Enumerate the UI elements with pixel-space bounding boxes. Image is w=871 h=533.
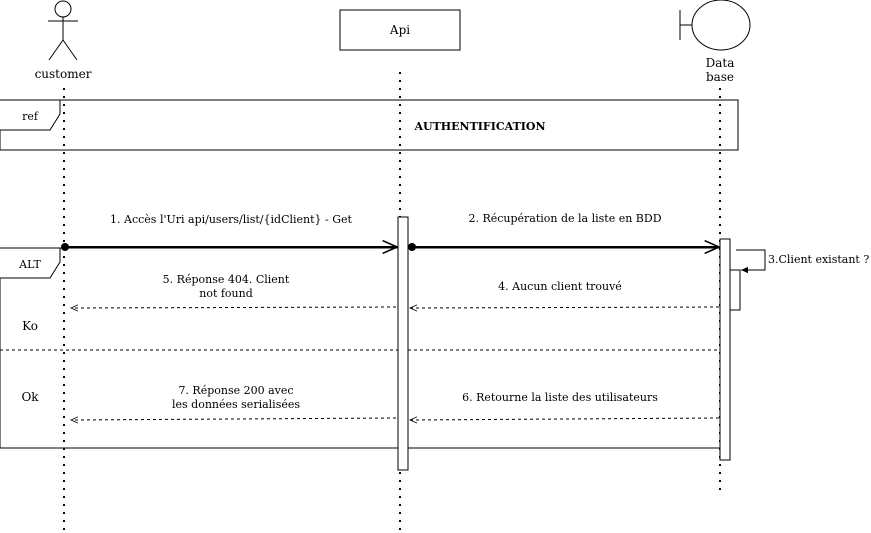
ref-frame — [0, 99, 739, 151]
message-1-label: 1. Accès l'Uri api/users/list/{idClient}… — [110, 213, 353, 226]
message-4-label: 4. Aucun client trouvé — [498, 280, 622, 293]
ref-frame-tag — [0, 99, 61, 131]
database-label-line1: Data — [706, 56, 735, 70]
message-5-label-line1: 5. Réponse 404. Client — [163, 273, 290, 286]
alt-guard-ko: Ko — [22, 319, 38, 333]
message-7-arrow — [71, 418, 397, 420]
api-participant-box — [339, 9, 461, 51]
message-2-label: 2. Récupération de la liste en BDD — [468, 212, 661, 225]
api-activation-bar — [397, 216, 409, 471]
message-7-label-line2: les données serialisées — [172, 398, 300, 411]
message-7-label-line1: 7. Réponse 200 avec — [178, 384, 293, 397]
database-label-line2: base — [706, 70, 734, 84]
customer-label: customer — [35, 67, 92, 81]
api-label: Api — [389, 23, 410, 37]
database-self-activation-bar — [729, 269, 741, 311]
ref-frame-title: AUTHENTIFICATION — [413, 120, 545, 133]
alt-frame-tag — [0, 247, 61, 279]
ref-frame-tag-label: ref — [22, 110, 39, 123]
message-6-arrow — [410, 418, 720, 420]
message-6-label: 6. Retourne la liste des utilisateurs — [462, 391, 658, 404]
customer-actor-icon — [48, 0, 78, 61]
alt-frame-tag-label: ALT — [18, 258, 41, 271]
message-3-label: 3.Client existant ? — [768, 253, 869, 266]
alt-guard-ok: Ok — [21, 390, 39, 404]
database-boundary-icon — [679, 0, 751, 51]
message-4-arrow — [410, 307, 720, 308]
message-5-label-line2: not found — [199, 287, 253, 300]
alt-frame — [0, 247, 721, 449]
database-activation-bar — [719, 238, 731, 461]
message-5-arrow — [71, 307, 397, 308]
message-3-arrow — [736, 249, 766, 274]
